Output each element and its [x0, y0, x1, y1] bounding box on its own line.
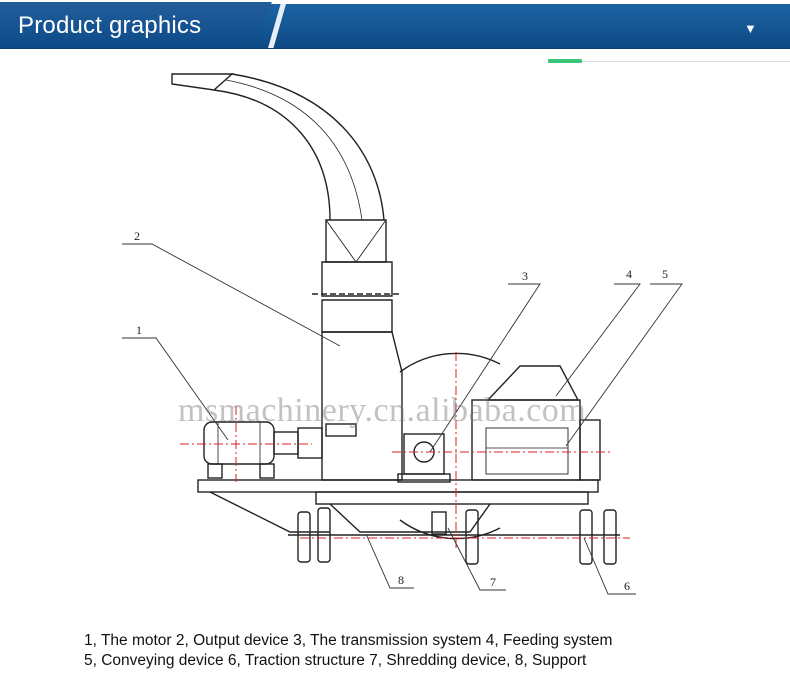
accent-underline [548, 61, 790, 62]
caption-line: 1, The motor 2, Output device 3, The tra… [84, 632, 613, 649]
wheel [297, 511, 311, 563]
caption-line: 5, Conveying device 6, Traction structur… [84, 652, 587, 669]
callout-3: 3 [522, 269, 528, 283]
callout-1: 1 [136, 323, 142, 337]
callout-leader-8 [365, 533, 414, 589]
header-tab [0, 2, 272, 48]
callout-leader-1 [122, 337, 229, 441]
callout-leader-7 [447, 527, 506, 591]
motor-foot [207, 463, 223, 479]
accent-marker [548, 59, 582, 63]
funnel-lines [325, 219, 387, 263]
gearbox-base [397, 473, 451, 483]
callout-leader-6 [583, 537, 636, 595]
section-header: Product graphics ▼ [0, 0, 790, 50]
chute-inner-curve [213, 89, 331, 221]
blade-block [431, 511, 447, 535]
page-title: Product graphics [18, 12, 202, 39]
callout-leader-3 [429, 283, 541, 453]
callout-2: 2 [134, 229, 140, 243]
wheel [465, 509, 479, 565]
wheel [603, 509, 617, 565]
lower-frame [315, 491, 589, 505]
watermark: msmachinery.cn.alibaba.com [178, 392, 587, 429]
callout-leader-2 [122, 243, 341, 347]
tube-mid [321, 299, 393, 333]
wheel [579, 509, 593, 565]
rotor-arc-bottom [399, 519, 501, 540]
conveyor-window [485, 427, 569, 475]
callout-7: 7 [490, 575, 496, 589]
tube-window [325, 423, 357, 437]
rotor-arc-top [399, 352, 501, 373]
callout-8: 8 [398, 573, 404, 587]
chute-outer-curve [231, 73, 385, 221]
callout-5: 5 [662, 267, 668, 281]
discharge-hood [171, 73, 234, 91]
motor-foot [259, 463, 275, 479]
chute-mid-curve [225, 79, 363, 221]
motor-coupling [273, 431, 299, 455]
funnel-box [325, 219, 387, 263]
callout-6: 6 [624, 579, 630, 593]
wheel [317, 507, 331, 563]
triangle-down-icon[interactable]: ▼ [744, 21, 757, 36]
tube-upper [321, 261, 393, 297]
callout-leader-4 [555, 283, 641, 397]
callout-leader-5 [565, 283, 683, 447]
legend-caption: 1, The motor 2, Output device 3, The tra… [84, 631, 784, 671]
motor-flange [297, 427, 323, 459]
support-truss [329, 503, 491, 533]
callout-4: 4 [626, 267, 632, 281]
tow-bar [209, 491, 330, 533]
